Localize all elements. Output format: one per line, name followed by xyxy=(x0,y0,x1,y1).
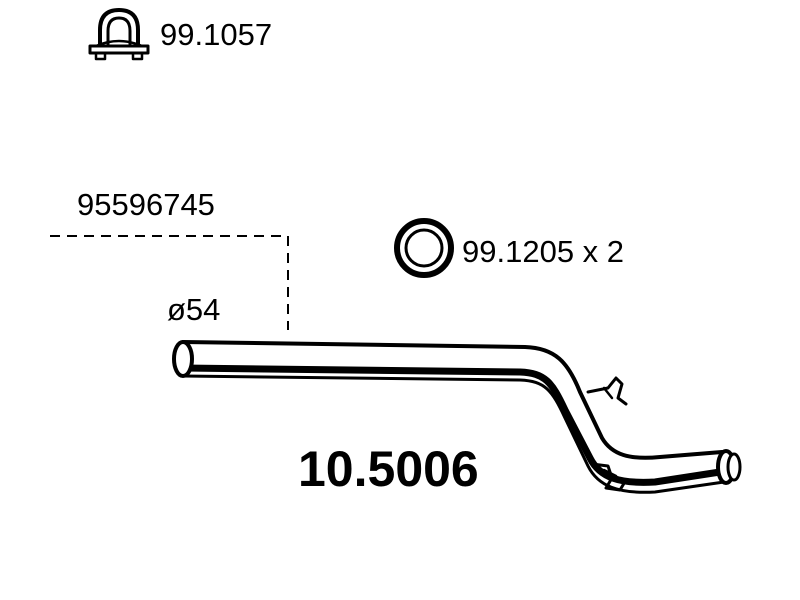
exhaust-clamp-icon xyxy=(88,8,150,61)
part-number: 10.5006 xyxy=(298,441,479,497)
sealing-ring-icon xyxy=(394,218,454,278)
exhaust-pipe-icon xyxy=(172,340,742,494)
clamp-code: 99.1057 xyxy=(160,17,273,52)
ring-code: 99.1205 x 2 xyxy=(462,234,625,269)
oem-leader-line xyxy=(50,235,289,330)
oem-reference: 95596745 xyxy=(77,187,215,222)
pipe-diameter: ø54 xyxy=(167,292,221,327)
